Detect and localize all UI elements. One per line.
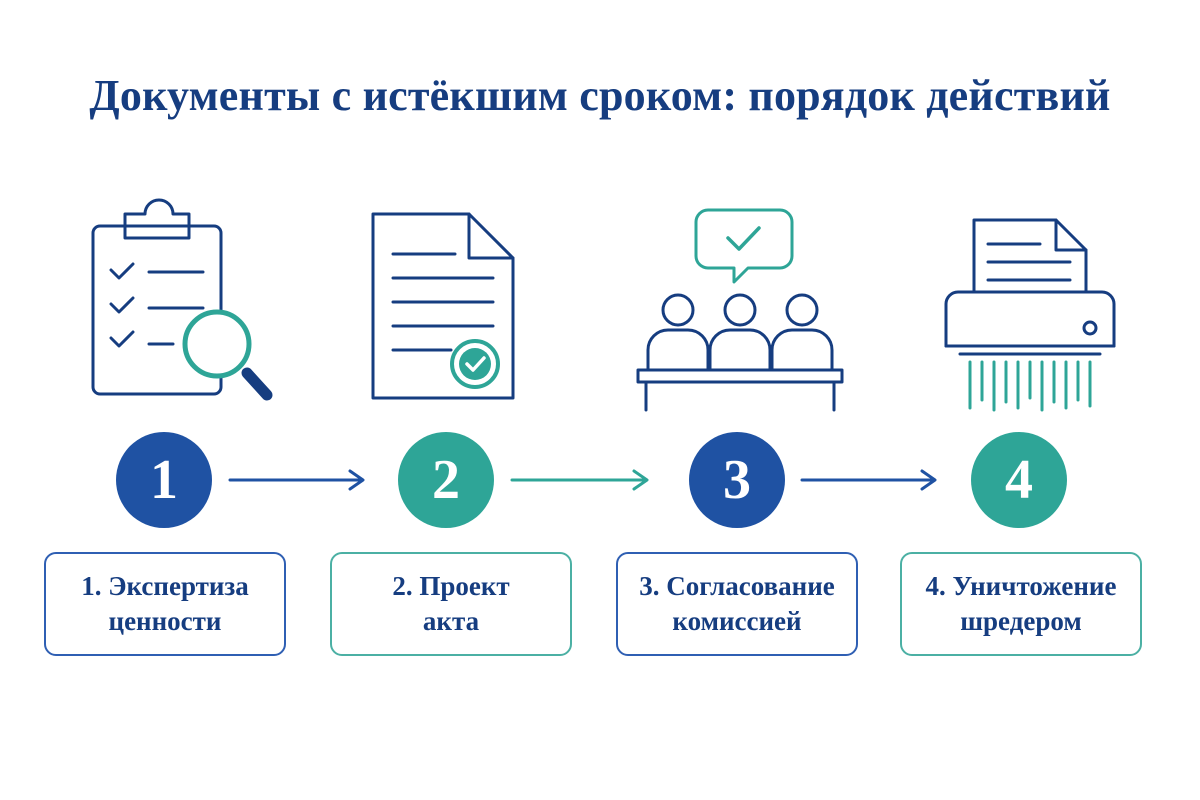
- step-2-badge: 2: [398, 432, 494, 528]
- step-2-label-line-2: акта: [422, 606, 480, 636]
- paper-shredder-icon: [940, 212, 1120, 412]
- step-4-label-line-1: 4. Уничтожение: [925, 571, 1117, 601]
- step-3-label-box: 3. Согласование комиссией: [616, 552, 858, 656]
- step-3-label-line-2: комиссией: [672, 606, 802, 636]
- step-4-badge: 4: [971, 432, 1067, 528]
- arrow-1-to-2: [228, 468, 368, 492]
- commission-meeting-icon: [630, 200, 850, 415]
- step-1-label-box: 1. Экспертиза ценности: [44, 552, 286, 656]
- document-check-icon: [365, 206, 525, 406]
- step-2-label-box: 2. Проект акта: [330, 552, 572, 656]
- step-3-label-line-1: 3. Согласование: [639, 571, 835, 601]
- step-3-badge: 3: [689, 432, 785, 528]
- step-1-badge: 1: [116, 432, 212, 528]
- arrow-3-to-4: [800, 468, 940, 492]
- step-1-label-line-1: 1. Экспертиза: [81, 571, 249, 601]
- step-4-label-box: 4. Уничтожение шредером: [900, 552, 1142, 656]
- clipboard-magnifier-icon: [85, 198, 285, 410]
- arrow-2-to-3: [510, 468, 652, 492]
- page-title: Документы с истёкшим сроком: порядок дей…: [89, 71, 1111, 120]
- step-2-label-line-1: 2. Проект: [392, 571, 510, 601]
- step-1-label-line-2: ценности: [108, 606, 222, 636]
- step-4-label-line-2: шредером: [960, 606, 1082, 636]
